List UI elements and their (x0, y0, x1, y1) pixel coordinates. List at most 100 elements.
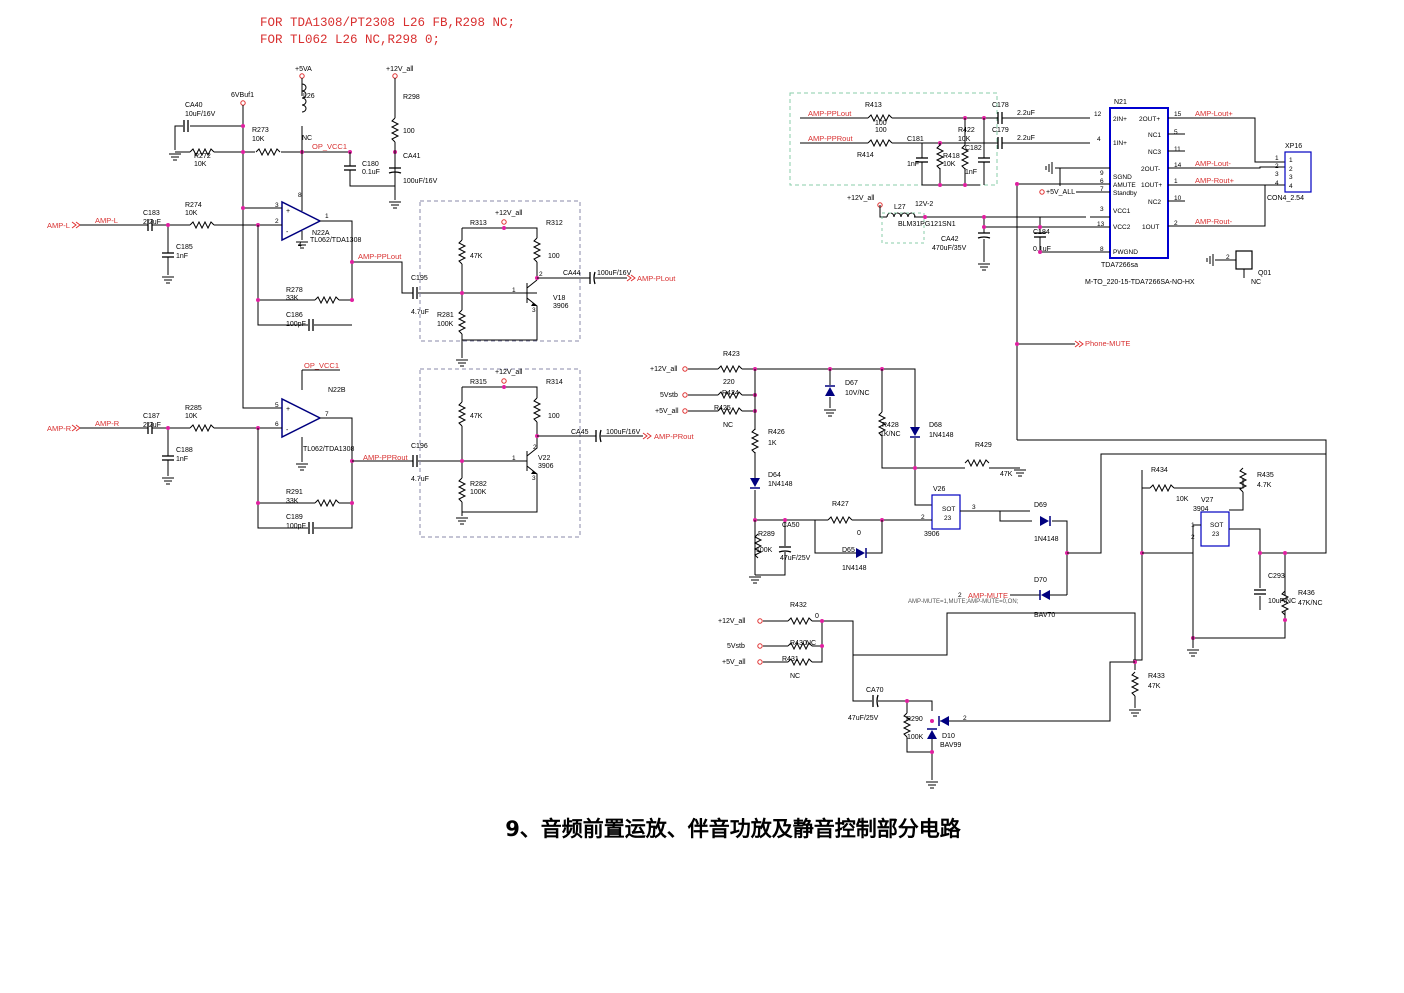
net-amp-pprout: AMP-PPRout (363, 453, 409, 462)
v26-ref: V26 (933, 486, 946, 493)
l26-value: NC (302, 135, 312, 142)
q01-pin2: 2 (1226, 254, 1230, 261)
c185-value: 1nF (176, 253, 188, 260)
net-amp-mute: AMP-MUTE (968, 591, 1008, 600)
d68-value: 1N4148 (929, 432, 954, 439)
v22-supply: +12V_all (495, 369, 523, 376)
net-amp-r-in: AMP-R (47, 424, 72, 433)
d70-value: BAV70 (1034, 612, 1055, 619)
r289-value: 100K (756, 547, 773, 554)
n21-pin8: 8 (1100, 246, 1104, 253)
amp-mute-pin2: 2 (958, 592, 962, 599)
d64-ref: D64 (768, 472, 781, 479)
ca41-value: 100uF/16V (403, 178, 438, 185)
r272-ref: R272 (194, 153, 211, 160)
net-amp-plout: AMP-PLout (637, 274, 676, 283)
ca42-value: 470uF/35V (932, 245, 967, 252)
note-line-1: FOR TDA1308/PT2308 L26 FB,R298 NC; (260, 16, 516, 30)
design-notes: FOR TDA1308/PT2308 L26 FB,R298 NC; FOR T… (260, 15, 515, 49)
q01-value: NC (1251, 279, 1261, 286)
net-amp-routp: AMP-Rout+ (1195, 176, 1235, 185)
mute-5v-in: +5V_all (655, 408, 679, 415)
n22a-pin1: 1 (325, 213, 329, 220)
n22b-pin5: 5 (275, 402, 279, 409)
r273-ref: R273 (252, 127, 269, 134)
n21-package: M-TO_220-15-TDA7266SA-NO-HX (1085, 279, 1195, 286)
v22-value: 3906 (538, 463, 554, 470)
n21-pin14: 14 (1174, 162, 1182, 169)
net-opvcc-b: OP_VCC1 (304, 361, 339, 370)
r429-value: 47K (1000, 471, 1013, 478)
r432-5v-in: +5V_all (722, 659, 746, 666)
r434-ref: R434 (1151, 467, 1168, 474)
r274-ref: R274 (185, 202, 202, 209)
c182-value: 1nF (965, 169, 977, 176)
r291-value: 33K (286, 498, 299, 505)
v22-pin3: 3 (532, 475, 536, 482)
n21-pin11: 11 (1174, 146, 1181, 153)
n21-pin2: 2 (1174, 220, 1178, 227)
n21-pwgnd: PWGND (1113, 249, 1138, 256)
n22a-plus: + (286, 208, 290, 215)
n21-pin7: 7 (1100, 186, 1104, 193)
n22b-plus: + (286, 406, 290, 413)
power-5va-label: +5VA (295, 66, 312, 73)
v27-value: 3904 (1193, 506, 1209, 513)
n22a-value: TL062/TDA1308 (310, 237, 361, 244)
v18-pin1: 1 (512, 287, 516, 294)
ca40-ref: CA40 (185, 102, 203, 109)
net-amp-prout: AMP-PRout (654, 432, 695, 441)
n21-out2p: 2OUT+ (1139, 116, 1160, 123)
c293-ref: C293 (1268, 573, 1285, 580)
n21-out1: 1OUT (1142, 224, 1159, 231)
amp-mute-note: AMP-MUTE=1,MUTE;AMP-MUTE=0,ON; (908, 599, 1019, 605)
ca45-value: 100uF/16V (606, 429, 641, 436)
n21-out1p: 1OUT+ (1141, 182, 1162, 189)
c180-value: 0.1uF (362, 169, 380, 176)
xp16-pin4: 4 (1289, 183, 1293, 190)
n22b-pin7: 7 (325, 411, 329, 418)
r424-ref: R424 (722, 390, 739, 397)
ca50-value: 47uF/25V (780, 555, 811, 562)
r278-ref: R278 (286, 287, 303, 294)
r315-value: 47K (470, 413, 483, 420)
n21-pin4: 4 (1097, 136, 1101, 143)
n22a-minus: - (286, 229, 289, 236)
r291-ref: R291 (286, 489, 303, 496)
c179-ref: C179 (992, 127, 1009, 134)
mute-5vstb-in: 5Vstb (660, 392, 678, 399)
r436-ref: R436 (1298, 590, 1315, 597)
r423-value: 220 (723, 379, 735, 386)
n21-pin5: 5 (1174, 129, 1178, 136)
r429-ref: R429 (975, 442, 992, 449)
c186-ref: C186 (286, 312, 303, 319)
d65-ref: D65 (842, 547, 855, 554)
c184-ref: C184 (1033, 229, 1050, 236)
r432-ref: R432 (790, 602, 807, 609)
net-amp-pprout-in: AMP-PPRout (808, 134, 854, 143)
net-amp-r: AMP-R (95, 419, 120, 428)
v18-ref: V18 (553, 295, 566, 302)
v27-sot: SOT (1210, 522, 1223, 529)
c184-value: 0.1uF (1033, 246, 1051, 253)
n21-pin13: 13 (1097, 221, 1105, 228)
r432-12v-in: +12V_all (718, 618, 746, 625)
ca44-value: 100uF/16V (597, 270, 632, 277)
v26-sot23: 23 (944, 515, 952, 522)
note-line-2: FOR TL062 L26 NC,R298 0; (260, 33, 441, 47)
n21-ref: N21 (1114, 99, 1127, 106)
xp16-pin3: 3 (1289, 174, 1293, 181)
net-amp-pplout: AMP-PPLout (358, 252, 402, 261)
xp16-ext2: 2 (1275, 163, 1279, 170)
ca40-value: 10uF/16V (185, 111, 216, 118)
r428-ref: R428 (882, 422, 899, 429)
power-5vall: +5V_ALL (1046, 189, 1075, 196)
l27-net: 12V-2 (915, 201, 933, 208)
d64-value: 1N4148 (768, 481, 793, 488)
r315-ref: R315 (470, 379, 487, 386)
r313-ref: R313 (470, 220, 487, 227)
c187-value: 2.2uF (143, 422, 161, 429)
n21-pin9: 9 (1100, 170, 1104, 177)
ca44-ref: CA44 (563, 270, 581, 277)
